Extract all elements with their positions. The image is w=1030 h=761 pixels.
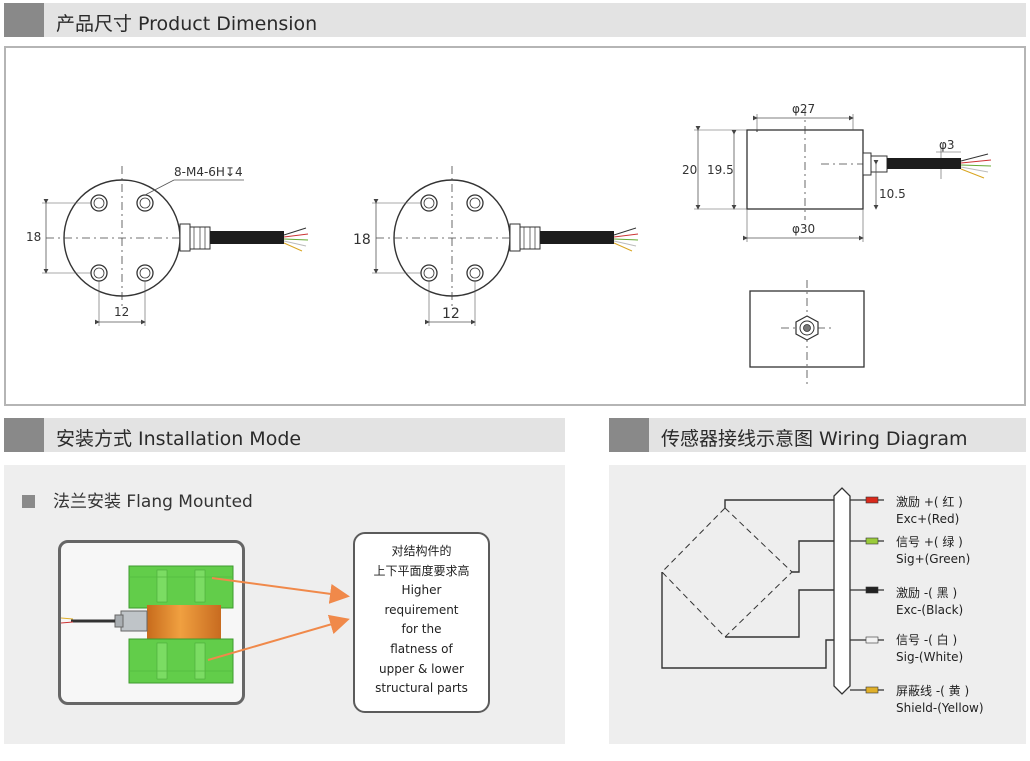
wire-en: Sig-(White) bbox=[896, 650, 964, 664]
note-line: requirement bbox=[384, 602, 459, 617]
hole-spec-label: 8-M4-6H↧4 bbox=[174, 165, 243, 179]
side-view: φ27 20 19.5 φ3 10.5 φ30 bbox=[682, 102, 992, 242]
wire-cn: 激励 +( 红 ) bbox=[896, 495, 963, 509]
cable-bundle bbox=[833, 487, 851, 695]
wire-cn: 信号 -( 白 ) bbox=[896, 633, 958, 647]
bridge-diamond bbox=[661, 507, 793, 638]
note-line: upper & lower bbox=[379, 661, 464, 676]
body-height-label: 19.5 bbox=[707, 163, 734, 177]
header-accent bbox=[4, 3, 44, 37]
wiring-panel bbox=[609, 465, 1026, 744]
installation-photo bbox=[58, 540, 245, 705]
cable-offset-label: 10.5 bbox=[879, 187, 906, 201]
v1-height-label: 18 bbox=[26, 230, 41, 244]
wire-label-exc-plus: 激励 +( 红 ) Exc+(Red) bbox=[896, 494, 963, 528]
mode-label: 法兰安装 Flang Mounted bbox=[22, 487, 253, 512]
installation-title: 安装方式 Installation Mode bbox=[56, 428, 302, 450]
wire-label-shield: 屏蔽线 -( 黄 ) Shield-(Yellow) bbox=[896, 683, 984, 717]
cable-diameter-label: φ3 bbox=[939, 138, 955, 152]
wire-leads bbox=[850, 496, 884, 694]
flatness-note: 对结构件的 上下平面度要求高 Higher requirement for th… bbox=[353, 532, 490, 713]
wire-cn: 屏蔽线 -( 黄 ) bbox=[896, 684, 970, 698]
note-line: flatness of bbox=[390, 641, 453, 656]
wire-label-sig-plus: 信号 +( 绿 ) Sig+(Green) bbox=[896, 534, 970, 568]
wiring-header: 传感器接线示意图 Wiring Diagram bbox=[609, 418, 1026, 452]
dimension-drawing: 18 12 8-M4-6H↧4 bbox=[26, 102, 992, 384]
arrow-lower bbox=[207, 614, 350, 661]
bottom-diameter-label: φ30 bbox=[792, 222, 815, 236]
note-line: for the bbox=[401, 622, 442, 637]
wire-en: Exc+(Red) bbox=[896, 512, 960, 526]
top-diameter-label: φ27 bbox=[792, 102, 815, 116]
arrow-upper bbox=[211, 577, 350, 604]
wire-en: Shield-(Yellow) bbox=[896, 701, 984, 715]
square-bullet-icon bbox=[22, 495, 35, 508]
v1-spacing-label: 12 bbox=[114, 305, 129, 319]
dimension-panel: 18 12 8-M4-6H↧4 bbox=[4, 46, 1026, 406]
note-line: structural parts bbox=[375, 681, 468, 696]
v2-spacing-label: 12 bbox=[442, 306, 460, 322]
installation-header: 安装方式 Installation Mode bbox=[4, 418, 565, 452]
top-view-1: 18 12 8-M4-6H↧4 bbox=[26, 165, 309, 326]
wire-cn: 激励 -( 黑 ) bbox=[896, 586, 958, 600]
note-line: 上下平面度要求高 bbox=[373, 563, 470, 578]
mode-label-text: 法兰安装 Flang Mounted bbox=[53, 492, 253, 512]
wire-label-exc-minus: 激励 -( 黑 ) Exc-(Black) bbox=[896, 585, 963, 619]
wire-en: Sig+(Green) bbox=[896, 552, 971, 566]
dimension-header: 产品尺寸 Product Dimension bbox=[4, 3, 1026, 37]
installation-illustration bbox=[61, 565, 234, 684]
dimension-title: 产品尺寸 Product Dimension bbox=[56, 13, 318, 35]
note-line: 对结构件的 bbox=[391, 544, 452, 558]
wire-label-sig-minus: 信号 -( 白 ) Sig-(White) bbox=[896, 632, 963, 666]
header-accent bbox=[4, 418, 44, 452]
wiring-title: 传感器接线示意图 Wiring Diagram bbox=[661, 428, 968, 450]
total-height-label: 20 bbox=[682, 163, 697, 177]
header-accent bbox=[609, 418, 649, 452]
wire-en: Exc-(Black) bbox=[896, 603, 964, 617]
front-view bbox=[749, 280, 865, 384]
top-view-2: 18 12 bbox=[353, 166, 639, 326]
note-line: Higher bbox=[401, 583, 442, 598]
wire-cn: 信号 +( 绿 ) bbox=[896, 535, 963, 549]
v2-height-label: 18 bbox=[353, 232, 371, 248]
